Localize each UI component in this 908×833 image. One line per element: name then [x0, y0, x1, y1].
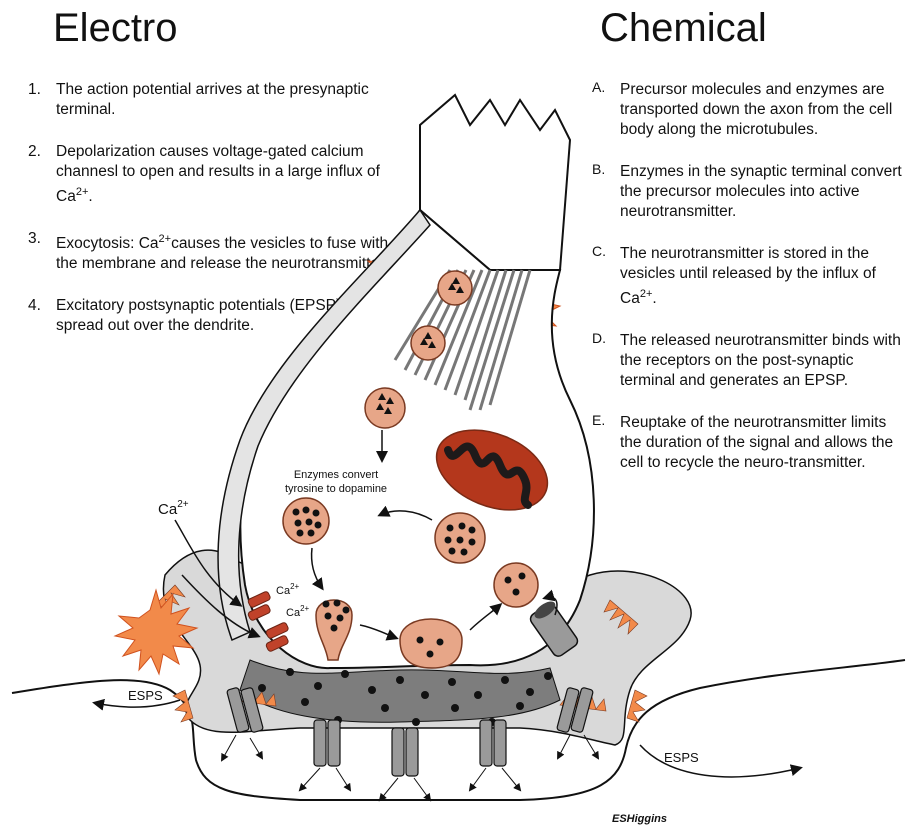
transport-vesicle — [438, 271, 472, 305]
credit-label: ESHiggins — [612, 813, 667, 825]
calcium-label-sup: 2+ — [177, 499, 189, 510]
channel-calcium-text-2: Ca — [286, 607, 301, 619]
reuptake-vesicle — [494, 563, 538, 607]
esps-left-label: ESPS — [128, 688, 163, 703]
transport-vesicle — [411, 326, 445, 360]
esps-right-label: ESPS — [664, 750, 699, 765]
enzymes-label-line1: Enzymes convert — [294, 469, 378, 481]
calcium-label-text: Ca — [158, 501, 178, 518]
calcium-label: Ca2+ — [158, 499, 189, 518]
channel-calcium-sup-2: 2+ — [300, 604, 309, 613]
channel-calcium-text-1: Ca — [276, 585, 291, 597]
fusing-vesicle-2 — [400, 619, 462, 668]
receptor — [392, 728, 418, 776]
presynaptic-terminal — [240, 210, 594, 668]
enzymes-label-line2: tyrosine to dopamine — [285, 483, 387, 495]
channel-calcium-sup-1: 2+ — [290, 582, 299, 591]
postsynaptic-membrane — [10, 681, 194, 760]
transport-vesicle — [365, 388, 405, 428]
